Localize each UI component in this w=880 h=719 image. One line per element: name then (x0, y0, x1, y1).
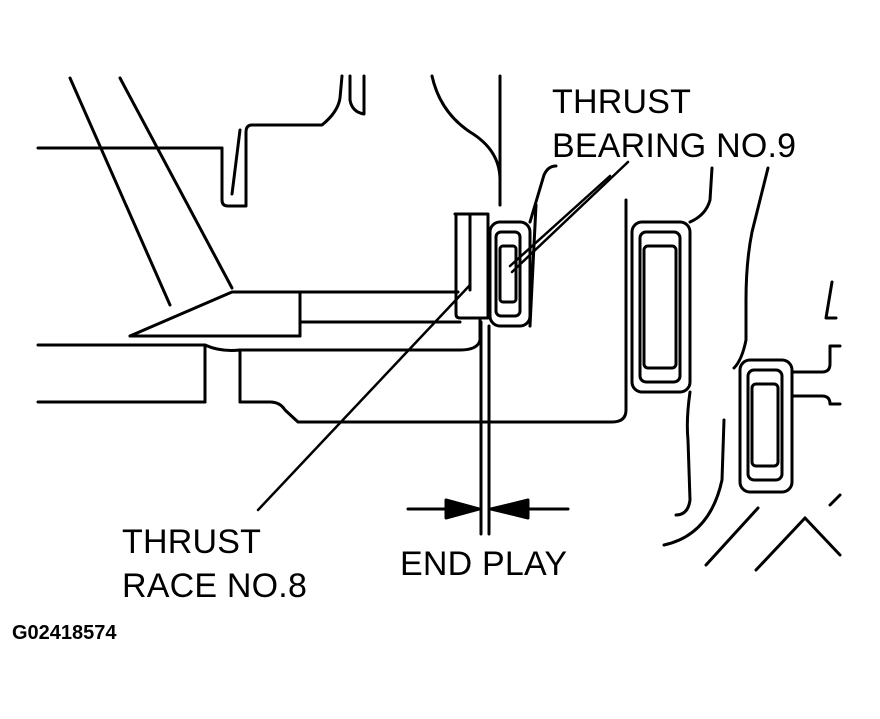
thrust-bearing-label-line1: THRUST (552, 83, 692, 121)
thrust-bearing-label-line2: BEARING NO.9 (552, 127, 797, 165)
bearing-leader-a (508, 174, 612, 268)
end-play-gap (479, 320, 491, 536)
main-shaft (36, 198, 628, 424)
thrust-bearing-callout: THRUST BEARING NO.9 (552, 80, 796, 168)
center-case-contour (430, 74, 502, 207)
leader-lines (256, 160, 630, 512)
lower-right-hatch (704, 493, 842, 572)
inner-notch-detail (230, 128, 242, 196)
lower-right-bearing (662, 166, 842, 547)
right-bearing (630, 166, 714, 517)
end-play-arrows (406, 498, 570, 520)
race-leader (256, 283, 472, 512)
thrust-race-label-line1: THRUST (122, 523, 262, 561)
diagonal-shaft-lines (68, 76, 234, 307)
thrust-race-label-line2: RACE NO.8 (122, 567, 308, 605)
upper-housing-notch (220, 74, 366, 208)
thrust-race-no8 (453, 212, 490, 320)
figure-code: G02418574 (12, 622, 117, 644)
thrust-race-callout: THRUST RACE NO.8 (122, 520, 307, 608)
bearing-leader-b (510, 160, 630, 274)
thrust-bearing-no9 (488, 164, 558, 328)
end-play-label: END PLAY (400, 545, 568, 583)
